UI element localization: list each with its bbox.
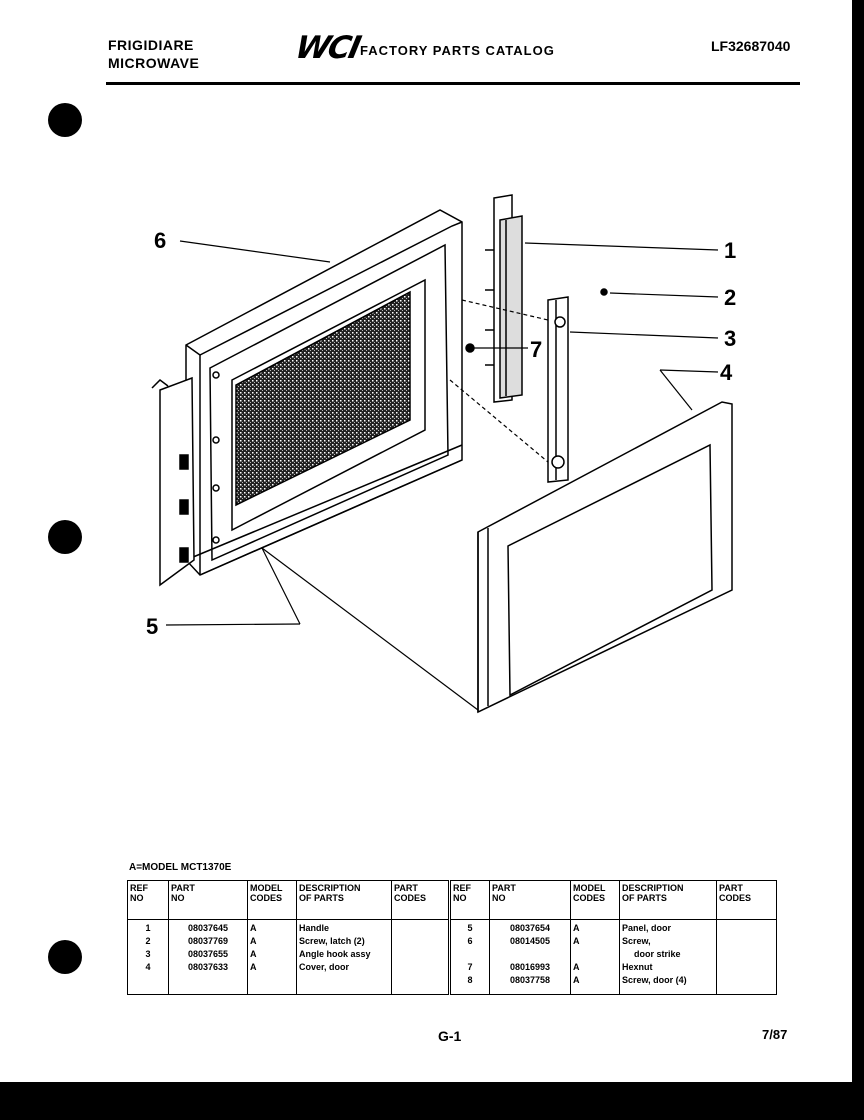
callout-2: 2	[724, 285, 736, 310]
brand-name: FRIGIDIARE	[108, 37, 194, 53]
header-ref-no: REF NO	[127, 880, 169, 920]
callout-1: 1	[724, 238, 736, 263]
header-rule	[106, 82, 800, 85]
table-header-row: REF NO PART NO MODEL CODES DESCRIPTION O…	[127, 880, 777, 920]
door-frame-drawing	[151, 209, 463, 587]
handle-drawing	[485, 194, 523, 403]
catalog-page: FRIGIDIARE MICROWAVE WCI FACTORY PARTS C…	[0, 0, 852, 1082]
header-part-no: PART NO	[168, 880, 248, 920]
header-part-codes-2: PART CODES	[716, 880, 777, 920]
callout-3: 3	[724, 326, 736, 351]
header-part-codes: PART CODES	[391, 880, 450, 920]
callout-6: 6	[154, 228, 166, 253]
header-ref-no-2: REF NO	[448, 880, 490, 920]
leader-lines	[165, 240, 719, 711]
parts-table: REF NO PART NO MODEL CODES DESCRIPTION O…	[127, 880, 777, 995]
callout-7: 7	[530, 337, 542, 362]
header-description: DESCRIPTION OF PARTS	[296, 880, 392, 920]
page-number: G-1	[438, 1028, 462, 1044]
header-part-no-2: PART NO	[489, 880, 571, 920]
header-model-codes-2: MODEL CODES	[570, 880, 620, 920]
callout-5: 5	[146, 614, 158, 639]
header-model-codes: MODEL CODES	[247, 880, 297, 920]
header-description-2: DESCRIPTION OF PARTS	[619, 880, 717, 920]
binder-hole-top	[48, 103, 82, 137]
left-codes-column	[391, 919, 450, 995]
callout-4: 4	[720, 360, 733, 385]
right-codes-column	[716, 919, 777, 995]
exploded-parts-diagram: 1 2 3 4 5 6 7	[146, 194, 736, 714]
door-cover-drawing	[477, 401, 733, 714]
product-type: MICROWAVE	[108, 55, 200, 71]
model-note: A=MODEL MCT1370E	[129, 862, 232, 873]
binder-hole-middle	[48, 520, 82, 554]
binder-hole-bottom	[48, 940, 82, 974]
catalog-number: LF32687040	[711, 38, 791, 54]
angle-hook-drawing	[465, 288, 608, 483]
page-date: 7/87	[762, 1027, 788, 1042]
catalog-title: FACTORY PARTS CATALOG	[360, 43, 555, 58]
